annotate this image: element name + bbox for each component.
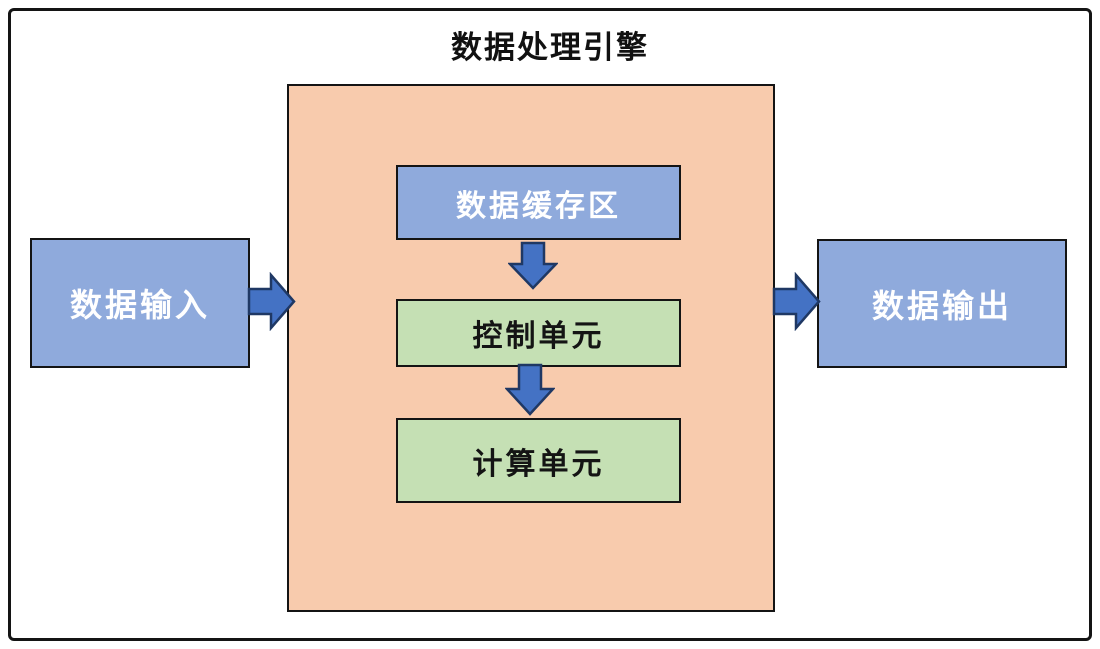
arrow-down-control-to-compute-icon: [505, 363, 555, 416]
node-data-input: 数据输入: [30, 238, 250, 368]
node-compute-unit: 计算单元: [396, 418, 681, 503]
arrow-down-buffer-to-control-icon: [508, 241, 558, 290]
node-compute-unit-label: 计算单元: [472, 447, 605, 481]
arrow-right-input-to-engine-icon: [247, 272, 296, 331]
node-data-output-label: 数据输出: [871, 287, 1012, 324]
node-control-unit-label: 控制单元: [472, 320, 605, 353]
node-control-unit: 控制单元: [396, 299, 681, 367]
diagram-title: 数据处理引擎: [451, 30, 649, 65]
node-data-buffer: 数据缓存区: [396, 165, 681, 240]
arrow-right-engine-to-output-icon: [772, 272, 821, 331]
node-data-buffer-label: 数据缓存区: [456, 189, 621, 223]
node-data-input-label: 数据输入: [69, 287, 210, 323]
node-data-output: 数据输出: [817, 239, 1067, 368]
